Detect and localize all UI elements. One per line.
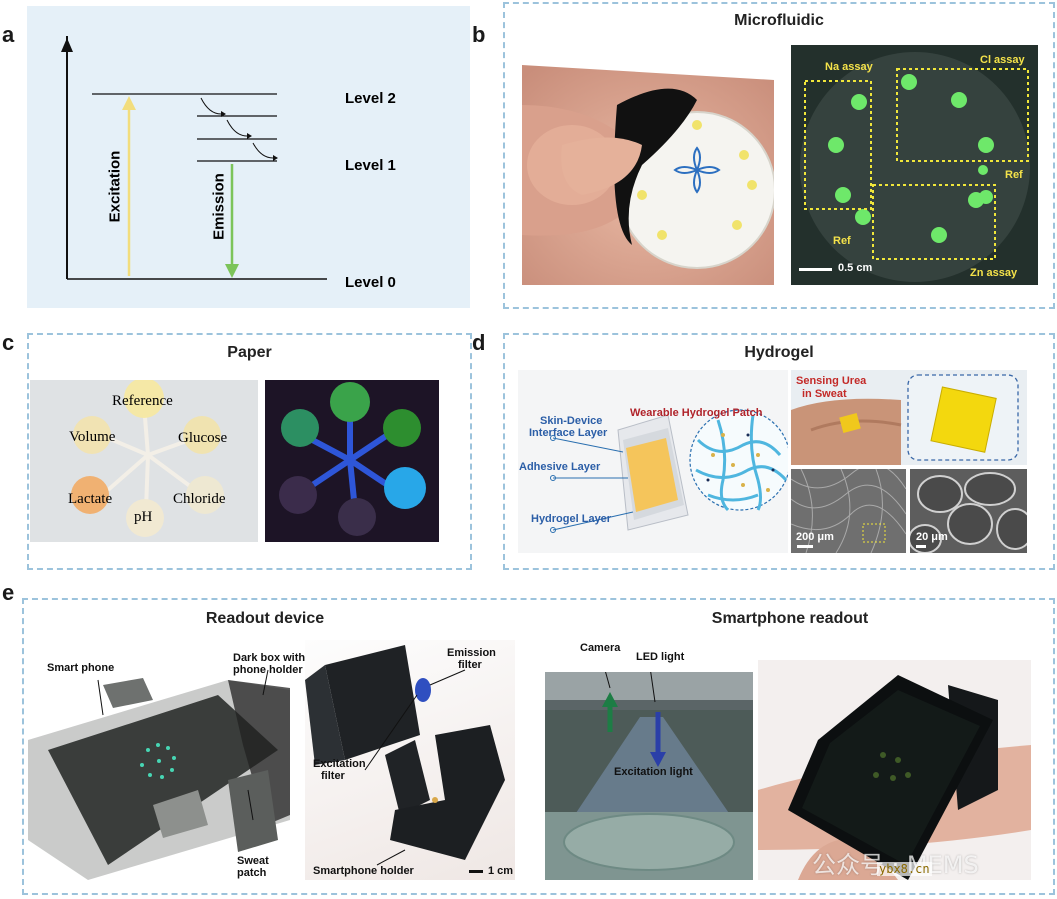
led-light-label: LED light [636,651,685,663]
panel-c-frame [27,333,472,570]
paper-fluorescence-photo [265,380,439,542]
readout-device-title: Readout device [205,610,325,627]
hydrogel-layer-shape [626,438,678,512]
phone-body [48,695,278,865]
excitation-label: Excitation [106,150,124,223]
panel-d-frame [503,333,1055,570]
panel-b-frame [503,2,1055,309]
sweat-patch-label-2: patch [237,867,267,879]
emission-label: Emission [210,173,228,240]
excitation-light-photo [545,672,753,880]
cl-assay-label: Cl assay [980,54,1025,66]
phone-on-arm-photo [758,660,1031,880]
paper-label-reference: Reference [112,393,173,409]
scale-label-b: 0.5 cm [838,262,873,274]
paper-sensor-photo [30,380,258,542]
emission-filter-label-1: Emission [447,647,496,659]
ref-label-right: Ref [1005,169,1023,181]
panel-c-letter: c [2,330,15,355]
paper-label-glucose: Glucose [178,430,228,446]
scale-bar-b [799,268,832,271]
panel-d-title: Hydrogel [744,344,814,361]
scale-bar-e [469,870,483,873]
camera-label: Camera [580,642,621,654]
panel-c-title: Paper [227,344,272,361]
sem-image-low-mag [791,469,906,553]
panel-d-letter: d [472,330,486,355]
paper-label-lactate: Lactate [68,491,113,507]
dark-box-label-1: Dark box with [233,652,306,664]
panel-a-letter: a [2,22,15,47]
skin-device-label-2: Interface Layer [529,427,608,439]
sweat-patch-label-1: Sweat [237,855,269,867]
scale-label-d2: 20 μm [916,531,948,543]
excitation-filter-label-2: filter [321,770,345,782]
adhesive-layer-label: Adhesive Layer [519,461,601,473]
hydrogel-schematic [518,370,788,553]
hydrogel-on-hand-photo [791,370,1027,465]
panel-e-letter: e [2,580,15,605]
level-1-label: Level 1 [345,157,396,174]
excitation-filter-label-1: Excitation [313,758,366,770]
level-2-label: Level 2 [345,90,396,107]
finger-clip [614,88,697,245]
wearable-patch-label: Wearable Hydrogel Patch [630,407,763,419]
energy-diagram [27,6,470,308]
smartphone-holder-shape [390,725,505,860]
microfluidic-fluorescence-photo [791,45,1038,285]
smart-phone-label: Smart phone [47,662,115,674]
scale-label-e: 1 cm [488,865,514,877]
sweat-patch-box [228,770,278,852]
y-axis-arrowhead [61,38,73,52]
panel-b-title: Microfluidic [734,12,824,29]
microfluidic-on-skin-photo [522,45,774,285]
dark-box-label-2: phone holder [233,664,303,676]
watermark-url: ybx8.cn [877,862,932,876]
phone-holder-photo [305,640,515,880]
scale-label-d1: 200 μm [796,531,834,543]
smartphone-holder-label: Smartphone holder [313,865,414,877]
scale-bar-d1 [797,545,813,548]
panel-b-letter: b [472,22,486,47]
sensing-urea-label-1: Sensing Urea [796,375,867,387]
na-assay-label: Na assay [825,61,873,73]
sem-image-high-mag [910,469,1027,553]
zn-assay-label: Zn assay [970,267,1018,279]
paper-label-chloride: Chloride [173,491,226,507]
panel-e-frame [22,598,1055,895]
readout-device-photo [28,640,300,880]
emission-filter-shape [415,678,431,702]
smartphone-readout-title: Smartphone readout [711,610,869,627]
energy-diagram-svg [61,36,327,280]
paper-label-volume: Volume [69,429,116,445]
paper-label-ph: pH [134,509,153,525]
level-0-label: Level 0 [345,274,396,291]
sensing-urea-label-2: in Sweat [802,388,847,400]
scale-bar-d2 [916,545,926,548]
ref-label-left: Ref [833,235,851,247]
emission-filter-label-2: filter [458,659,482,671]
skin-device-label-1: Skin-Device [540,415,603,427]
excitation-light-label: Excitation light [614,766,693,778]
hydrogel-layer-label: Hydrogel Layer [531,513,612,525]
dark-box [325,645,420,760]
